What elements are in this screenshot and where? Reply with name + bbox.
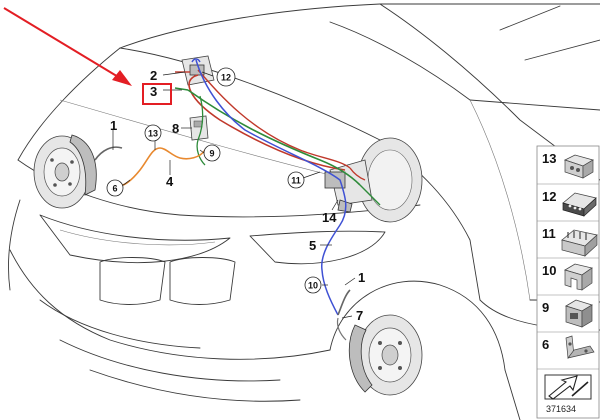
leader-lines bbox=[112, 71, 356, 319]
bracket-icon bbox=[565, 335, 595, 359]
clip-comb-icon bbox=[561, 229, 598, 257]
clip-block-icon bbox=[565, 299, 593, 328]
callout-6: 6 bbox=[112, 184, 117, 194]
bracket-8 bbox=[189, 115, 209, 141]
highlight-box bbox=[142, 83, 172, 105]
reference-number: 371634 bbox=[546, 404, 576, 414]
left-brake-disc bbox=[33, 134, 97, 209]
callout-1-left: 1 bbox=[110, 118, 117, 133]
right-brake-disc bbox=[348, 314, 423, 396]
legend-num-12: 12 bbox=[542, 189, 556, 204]
callout-12: 12 bbox=[221, 73, 231, 83]
brake-lines bbox=[94, 58, 381, 341]
callout-11: 11 bbox=[291, 176, 301, 186]
exploded-view-arrow-icon bbox=[544, 374, 592, 400]
legend-num-11: 11 bbox=[542, 226, 556, 241]
red-highlight bbox=[3, 7, 172, 105]
callout-9: 9 bbox=[209, 149, 214, 159]
legend-num-6: 6 bbox=[542, 337, 549, 352]
callout-10: 10 bbox=[308, 281, 318, 291]
clip-double-icon bbox=[563, 154, 595, 179]
legend-num-13: 13 bbox=[542, 151, 556, 166]
callout-14: 14 bbox=[322, 210, 337, 225]
callout-13: 13 bbox=[148, 129, 158, 139]
callouts: 2 3 12 8 1 13 9 6 4 11 14 5 1 10 7 bbox=[106, 67, 365, 323]
callout-4: 4 bbox=[166, 174, 174, 189]
brake-booster bbox=[324, 137, 423, 223]
callout-1-right: 1 bbox=[358, 270, 365, 285]
car-body-drawing bbox=[8, 3, 600, 420]
parts-legend: 13 12 11 10 bbox=[536, 145, 600, 419]
callout-3: 3 bbox=[150, 84, 157, 99]
clip-strip-icon bbox=[562, 192, 597, 217]
clip-channel-icon bbox=[564, 263, 593, 291]
callout-7: 7 bbox=[356, 308, 363, 323]
callout-2: 2 bbox=[150, 68, 157, 83]
legend-num-9: 9 bbox=[542, 300, 549, 315]
legend-num-10: 10 bbox=[542, 263, 556, 278]
callout-8: 8 bbox=[172, 121, 179, 136]
pointer-arrow-icon bbox=[112, 70, 132, 86]
callout-5: 5 bbox=[309, 238, 316, 253]
